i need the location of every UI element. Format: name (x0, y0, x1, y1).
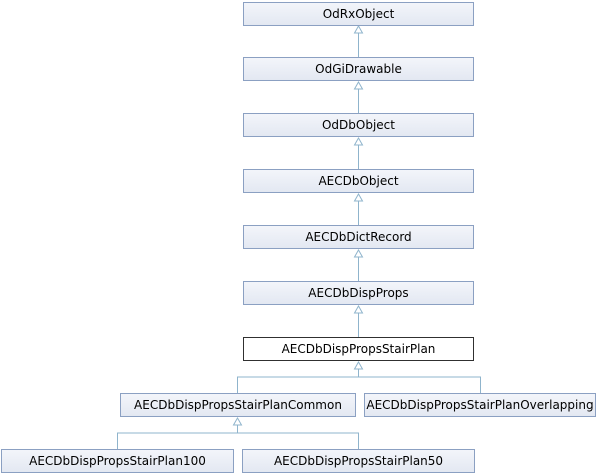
node-aecdbobject[interactable]: AECDbObject (243, 169, 474, 193)
node-label-aecdbdisppropsstairplan50: AECDbDispPropsStairPlan50 (273, 454, 444, 468)
arrowhead-aecdbdisppropsstairplan (353, 360, 364, 370)
node-aecdbdisppropsstairplanoverlapping[interactable]: AECDbDispPropsStairPlanOverlapping (364, 393, 596, 417)
node-oddbobject[interactable]: OdDbObject (243, 113, 474, 137)
node-label-aecdbdictrecord: AECDbDictRecord (305, 230, 412, 244)
arrowhead-odrxobject (353, 24, 364, 34)
node-aecdbdisppropsstairplan100[interactable]: AECDbDispPropsStairPlan100 (1, 449, 234, 473)
edge-stairplan50-stairplancommon (237, 432, 359, 449)
node-label-aecdbdisppropsstairplan: AECDbDispPropsStairPlan (281, 342, 436, 356)
node-aecdbdisppropsstairplancommon[interactable]: AECDbDispPropsStairPlanCommon (120, 393, 356, 417)
arrowhead-aecdbdisppropsstairplancommon (232, 416, 243, 426)
arrowhead-oddbobject (353, 136, 364, 146)
arrowhead-aecdbdictrecord (353, 248, 364, 258)
node-odrxobject[interactable]: OdRxObject (243, 2, 474, 26)
arrowhead-aecdbdispprops (353, 304, 364, 314)
node-aecdbdisppropsstairplan: AECDbDispPropsStairPlan (243, 337, 474, 361)
edge-stairplancommon-stairplan (237, 362, 359, 393)
edge-stairplanoverlapping-stairplan (358, 376, 481, 393)
arrowhead-aecdbobject (353, 192, 364, 202)
node-label-aecdbdispprops: AECDbDispProps (308, 286, 409, 300)
node-label-aecdbobject: AECDbObject (318, 174, 399, 188)
node-aecdbdictrecord[interactable]: AECDbDictRecord (243, 225, 474, 249)
node-odgidrawable[interactable]: OdGiDrawable (243, 57, 474, 81)
node-label-aecdbdisppropsstairplancommon: AECDbDispPropsStairPlanCommon (134, 398, 342, 412)
node-label-aecdbdisppropsstairplan100: AECDbDispPropsStairPlan100 (29, 454, 206, 468)
edge-stairplan100-stairplancommon (117, 418, 238, 449)
node-label-aecdbdisppropsstairplanoverlapping: AECDbDispPropsStairPlanOverlapping (366, 398, 594, 412)
arrowhead-odgidrawable (353, 80, 364, 90)
node-label-odgidrawable: OdGiDrawable (315, 62, 402, 76)
node-label-odrxobject: OdRxObject (322, 7, 395, 21)
node-aecdbdisppropsstairplan50[interactable]: AECDbDispPropsStairPlan50 (242, 449, 475, 473)
node-aecdbdispprops[interactable]: AECDbDispProps (243, 281, 474, 305)
node-label-oddbobject: OdDbObject (321, 118, 395, 132)
